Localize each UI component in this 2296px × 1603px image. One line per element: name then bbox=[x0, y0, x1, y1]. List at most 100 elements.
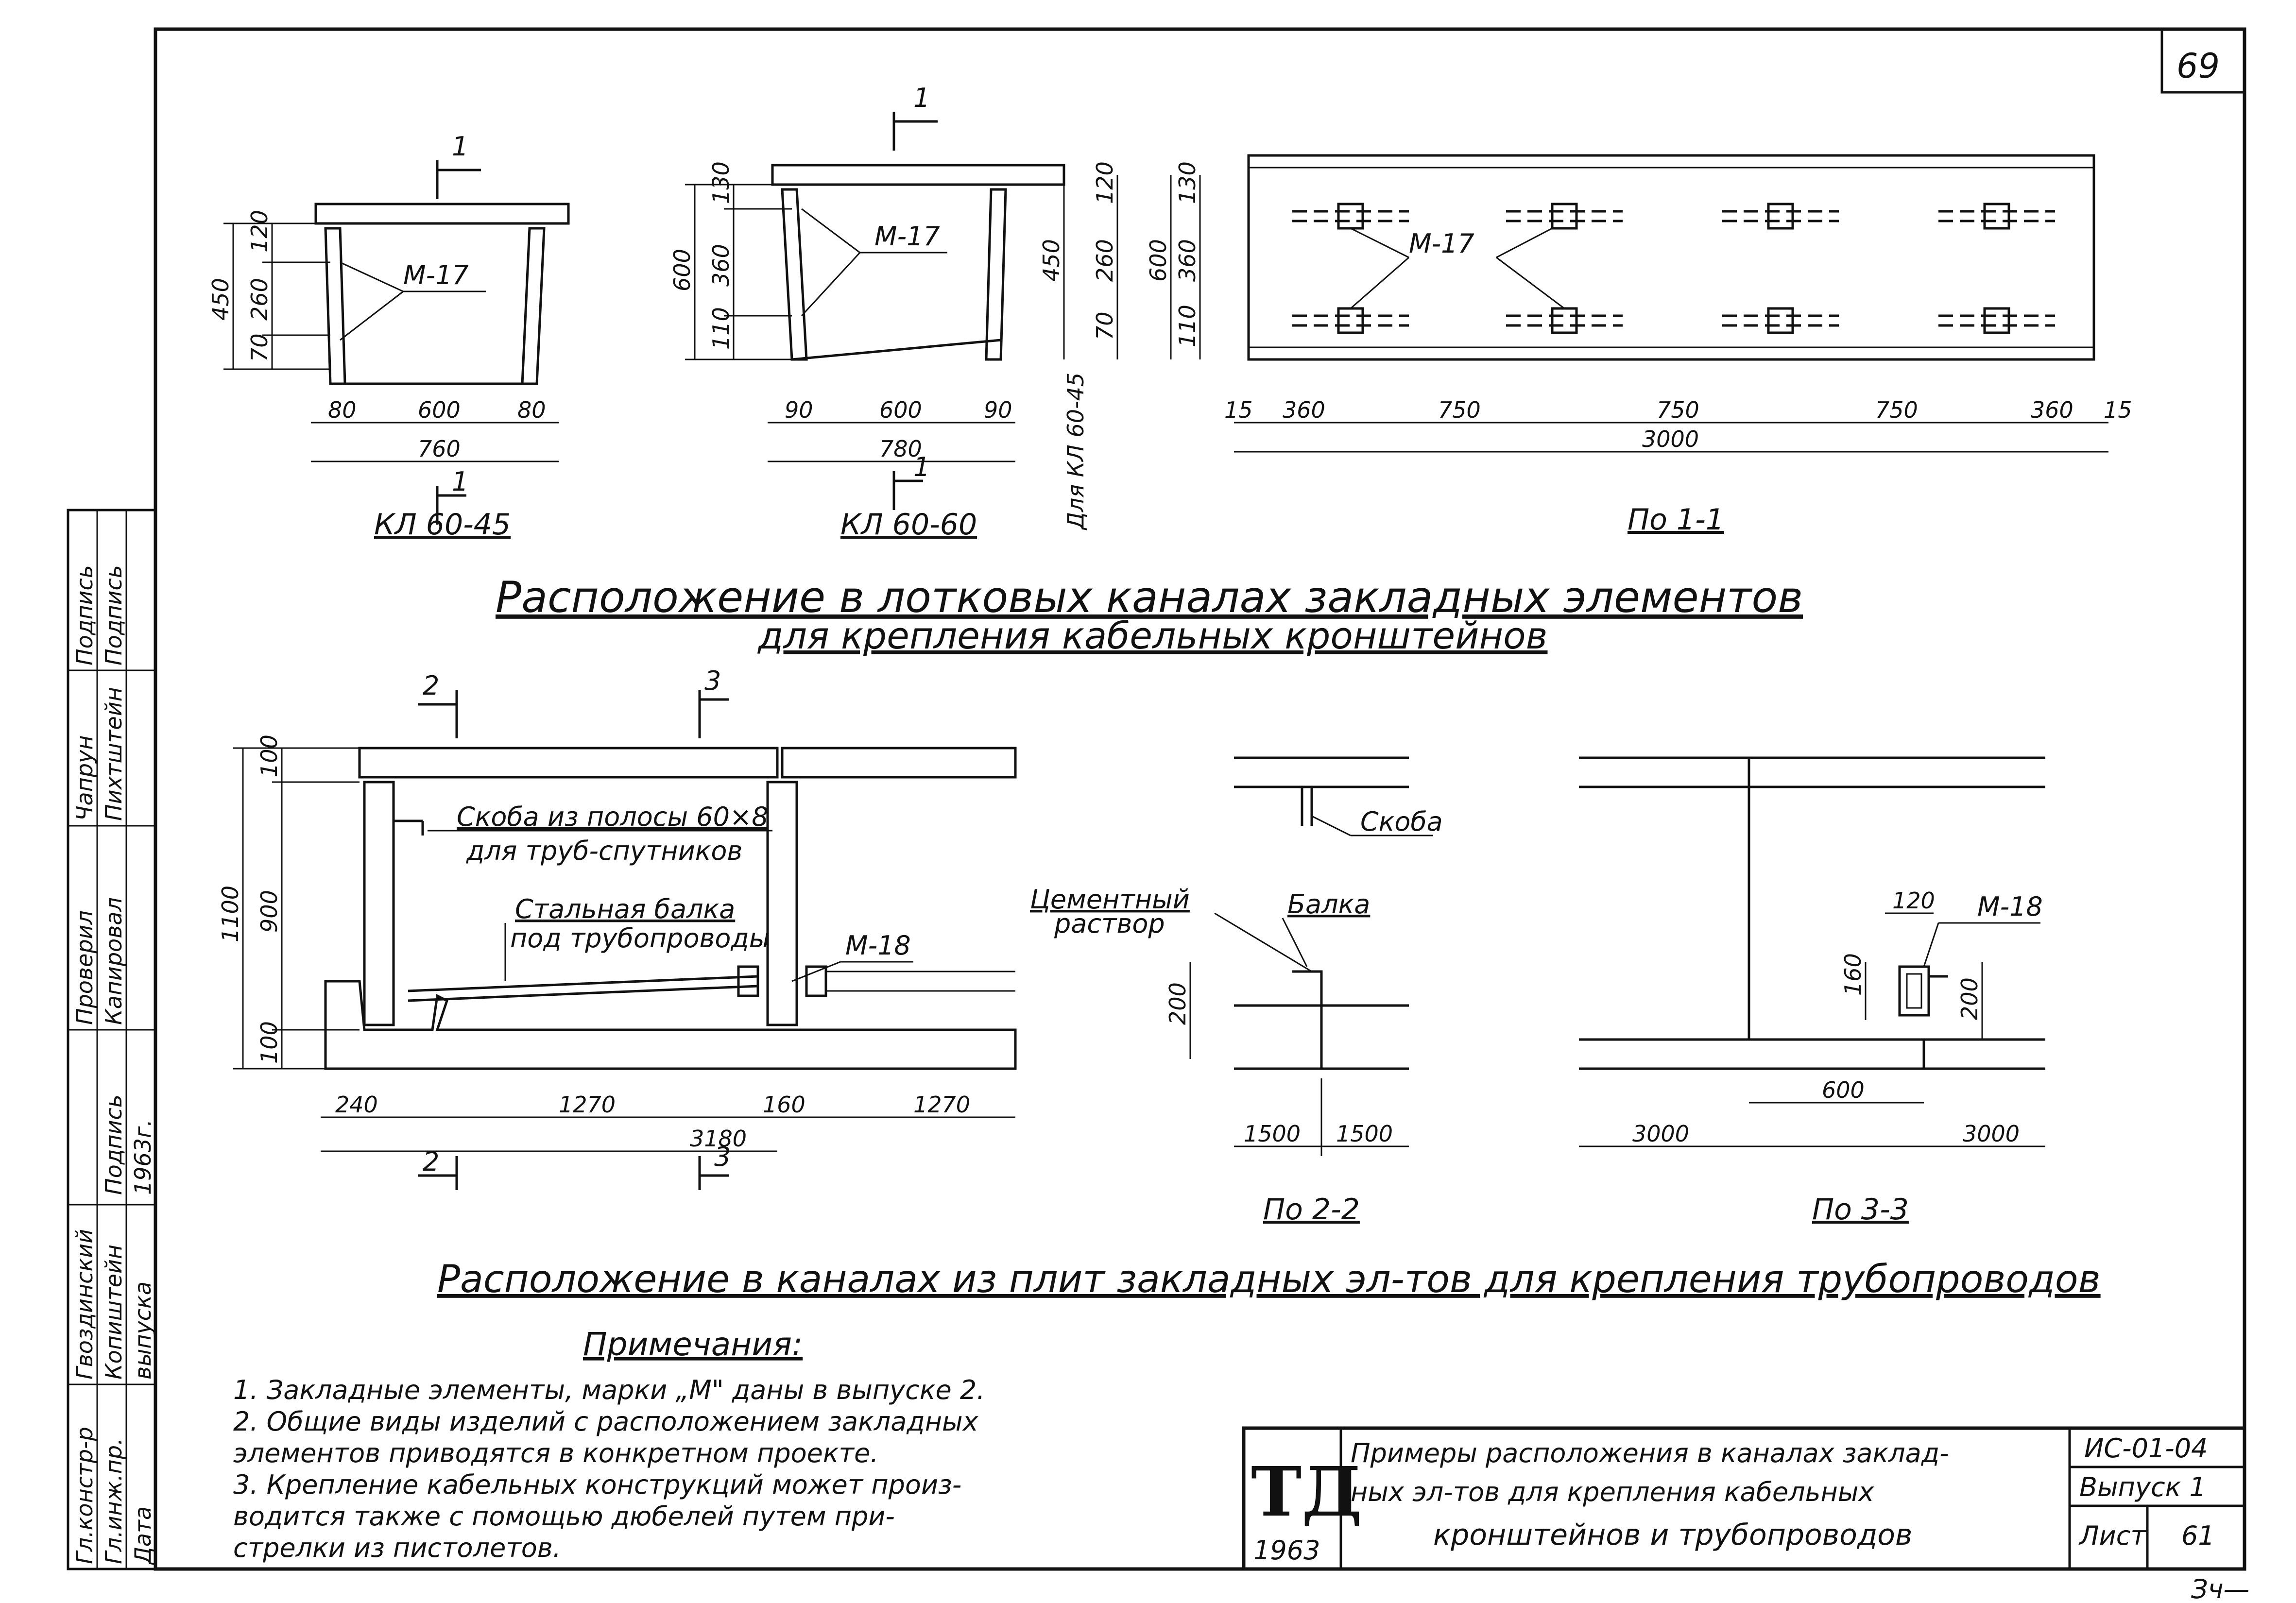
drawing-section-2-2: Скоба Цементный раствор Балка 200 1500 1… bbox=[1030, 756, 1443, 1227]
stamp-role: Гл.констр-р bbox=[71, 1427, 98, 1564]
drawing-plate-channel: 2 3 2 3 Скоба из полосы 60×8 для труб-сп… bbox=[217, 665, 1017, 1190]
dim-450: 450 bbox=[1038, 239, 1064, 282]
dim-360: 360 bbox=[1174, 239, 1200, 282]
bottom-title: Расположение в каналах из плит закладных… bbox=[437, 1258, 2101, 1301]
dim-1100: 1100 bbox=[217, 886, 243, 942]
top-title-line2: для крепления кабельных кронштейнов bbox=[757, 614, 1547, 657]
stamp-name: 1963г. bbox=[130, 1119, 156, 1195]
stamp-role: Подпись bbox=[71, 565, 98, 665]
label-m17: М-17 bbox=[874, 221, 940, 252]
dim-760: 760 bbox=[418, 436, 461, 462]
dim-600: 600 bbox=[418, 397, 461, 423]
dim-80: 80 bbox=[517, 397, 546, 423]
dim-450: 450 bbox=[207, 278, 234, 321]
dim-90: 90 bbox=[785, 397, 813, 423]
section-marker: 1 bbox=[913, 83, 930, 113]
dim-1500: 1500 bbox=[1244, 1121, 1301, 1147]
stamp-name: Пихтштейн bbox=[101, 687, 127, 821]
dim-130: 130 bbox=[708, 161, 734, 204]
note-line: стрелки из пистолетов. bbox=[233, 1533, 561, 1563]
dim-600: 600 bbox=[1822, 1077, 1865, 1103]
stamp-name: Чапрун bbox=[71, 735, 98, 821]
stamp-role: Проверил bbox=[71, 910, 98, 1025]
label-balka: Балка bbox=[1287, 889, 1370, 920]
stamp-role: Дата bbox=[130, 1506, 156, 1565]
stamp-role: Гл.инж.пр. bbox=[101, 1438, 127, 1564]
dim-120: 120 bbox=[1092, 161, 1118, 204]
caption-kl60-45: КЛ 60-45 bbox=[374, 508, 511, 542]
dim-100: 100 bbox=[256, 1021, 282, 1064]
logo: ТД bbox=[1251, 1452, 1362, 1532]
stamp-role: Подпись bbox=[101, 1094, 127, 1195]
note-line: водится также с помощью дюбелей путем пр… bbox=[233, 1501, 895, 1532]
title-block: ТД 1963 Примеры расположения в каналах з… bbox=[1242, 1426, 2246, 1571]
dim-3180: 3180 bbox=[690, 1126, 747, 1152]
dim-100: 100 bbox=[256, 734, 282, 777]
caption-kl60-60: КЛ 60-60 bbox=[840, 508, 977, 542]
caption-section-1-1: По 1-1 bbox=[1628, 503, 1724, 537]
side-stamp: Гл.констр-р Гл.инж.пр. Дата Гвоздинский … bbox=[67, 509, 157, 1570]
dim-360: 360 bbox=[2031, 397, 2073, 423]
label-for-kl60-45: Для КЛ 60-45 bbox=[1062, 373, 1089, 530]
label-skoba-2: для труб-спутников bbox=[466, 836, 742, 866]
section-marker: 1 bbox=[913, 452, 930, 482]
dim-360: 360 bbox=[1283, 397, 1325, 423]
stamp-role: Капировал bbox=[101, 897, 127, 1025]
dim-3000: 3000 bbox=[1963, 1121, 2020, 1147]
label-skoba: Скоба из полосы 60×8 bbox=[457, 802, 769, 832]
dim-750: 750 bbox=[1875, 397, 1918, 423]
issue: Выпуск 1 bbox=[2079, 1472, 2206, 1502]
label-m17: М-17 bbox=[1409, 228, 1474, 259]
dim-160: 160 bbox=[763, 1091, 805, 1118]
label-balka: Стальная балка bbox=[515, 894, 735, 924]
note-line: 3. Крепление кабельных конструкций может… bbox=[233, 1469, 961, 1500]
year: 1963 bbox=[1253, 1535, 1320, 1566]
dim-120: 120 bbox=[1892, 887, 1935, 914]
dim-110: 110 bbox=[708, 307, 734, 350]
caption-section-3-3: По 3-3 bbox=[1812, 1193, 1909, 1227]
dim-260: 260 bbox=[1092, 239, 1118, 282]
dim-160: 160 bbox=[1840, 953, 1866, 996]
sheet-number: 69 bbox=[2176, 46, 2220, 86]
dim-3000: 3000 bbox=[1642, 426, 1699, 452]
dim-1270: 1270 bbox=[559, 1091, 616, 1118]
label-cement-2: раствор bbox=[1054, 908, 1165, 939]
dim-90: 90 bbox=[984, 397, 1012, 423]
sheet-no: 61 bbox=[2181, 1520, 2215, 1551]
dim-15: 15 bbox=[2104, 397, 2132, 423]
drawing-section-1-1: М-17 450 120 260 70 600 130 360 110 Для … bbox=[1038, 154, 2132, 537]
stamp-name: выпуска bbox=[130, 1281, 156, 1380]
dim-15: 15 bbox=[1224, 397, 1253, 423]
note-line: 1. Закладные элементы, марки „М" даны в … bbox=[233, 1375, 985, 1405]
dim-70: 70 bbox=[1092, 311, 1118, 340]
dim-600: 600 bbox=[879, 397, 922, 423]
label-balka-2: под трубопроводы bbox=[510, 923, 770, 954]
caption-section-2-2: По 2-2 bbox=[1263, 1193, 1360, 1227]
dim-240: 240 bbox=[335, 1091, 378, 1118]
title-desc-2: ных эл-тов для крепления кабельных bbox=[1351, 1477, 1874, 1507]
sheet-number-box bbox=[2160, 28, 2246, 94]
embedded-plates bbox=[1292, 203, 2055, 334]
dim-80: 80 bbox=[328, 397, 357, 423]
section-marker-2: 2 bbox=[423, 670, 439, 701]
footer-mark: Зч— bbox=[2191, 1574, 2250, 1603]
note-line: элементов приводятся в конкретном проект… bbox=[233, 1438, 878, 1468]
dim-1500: 1500 bbox=[1336, 1121, 1393, 1147]
dim-780: 780 bbox=[879, 436, 922, 462]
dim-360: 360 bbox=[708, 244, 734, 287]
dim-750: 750 bbox=[1438, 397, 1481, 423]
label-m17: М-17 bbox=[403, 260, 469, 290]
notes-heading: Примечания: bbox=[583, 1326, 803, 1363]
dim-3000: 3000 bbox=[1632, 1121, 1689, 1147]
dim-1270: 1270 bbox=[913, 1091, 970, 1118]
stamp-role: Подпись bbox=[101, 565, 127, 665]
dim-600v: 600 bbox=[669, 249, 695, 291]
stamp-name: Гвоздинский bbox=[71, 1229, 98, 1380]
drawing-kl60-60: 1 1 М-17 600 130 360 110 90 600 90 780 К… bbox=[669, 83, 1065, 542]
title-desc-3: кронштейнов и трубопроводов bbox=[1433, 1518, 1912, 1552]
doc-code: ИС-01-04 bbox=[2084, 1433, 2208, 1464]
drawing-section-3-3: М-18 120 160 200 600 3000 3000 По 3-3 bbox=[1579, 756, 2045, 1227]
note-line: 2. Общие виды изделий с расположением за… bbox=[233, 1406, 979, 1437]
section-marker-3: 3 bbox=[714, 1142, 731, 1172]
